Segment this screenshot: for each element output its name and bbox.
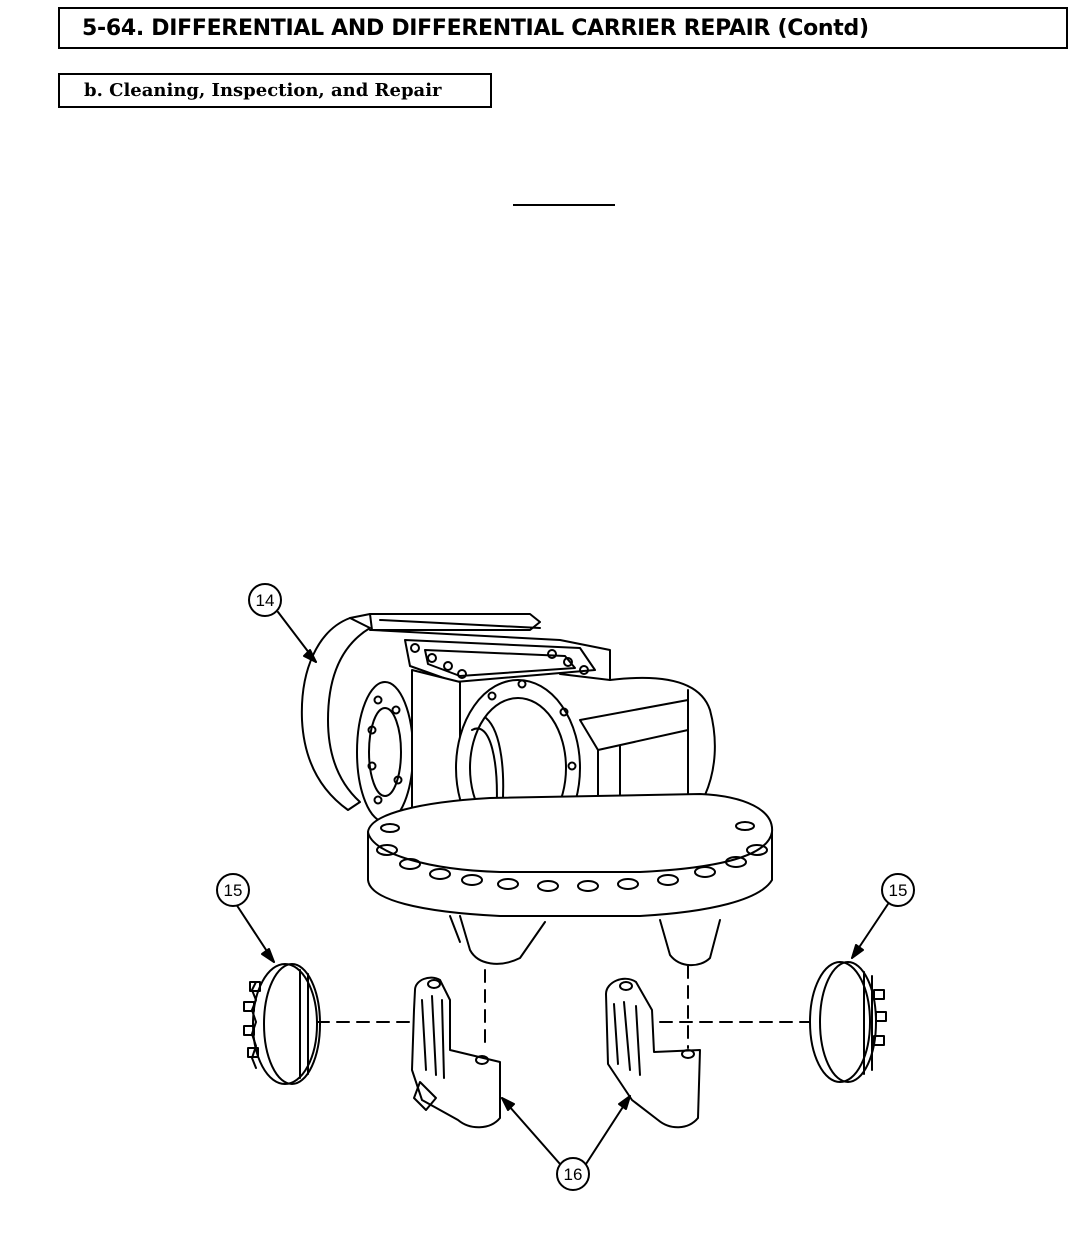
callout-15-left: 15 xyxy=(216,873,250,907)
bearing-caps xyxy=(411,976,701,1129)
callout-16: 16 xyxy=(556,1157,590,1191)
subsection-title-text: b. Cleaning, Inspection, and Repair xyxy=(84,80,442,101)
alignment-lines xyxy=(316,965,811,1051)
differential-carrier-illustration: 14 15 15 16 xyxy=(216,583,915,1191)
right-bearing-adjuster xyxy=(809,961,887,1083)
subsection-title: b. Cleaning, Inspection, and Repair xyxy=(58,73,492,108)
section-title: 5-64. DIFFERENTIAL AND DIFFERENTIAL CARR… xyxy=(58,7,1068,49)
callout-15-right: 15 xyxy=(881,873,915,907)
horizontal-rule xyxy=(513,204,615,206)
leader-arrows xyxy=(235,611,889,1165)
left-bearing-adjuster xyxy=(243,963,321,1085)
callout-14-label: 14 xyxy=(256,591,275,610)
callout-14: 14 xyxy=(248,583,282,617)
callout-16-label: 16 xyxy=(564,1165,583,1184)
callout-15-right-label: 15 xyxy=(889,881,908,900)
callout-15-left-label: 15 xyxy=(224,881,243,900)
section-title-text: 5-64. DIFFERENTIAL AND DIFFERENTIAL CARR… xyxy=(82,15,869,41)
carrier-housing xyxy=(300,613,774,967)
